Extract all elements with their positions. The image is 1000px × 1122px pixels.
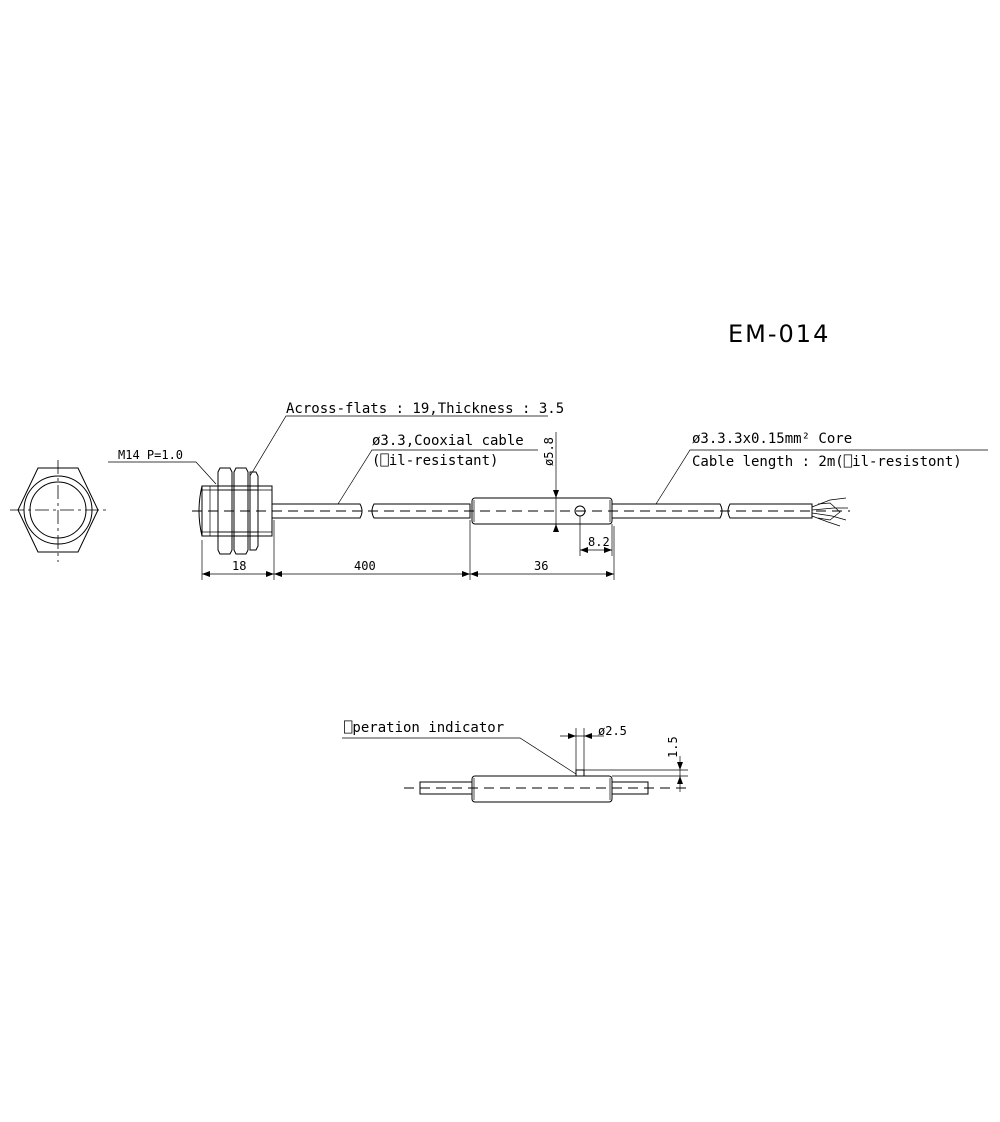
core-label-2: Cable length : 2m(⎕il-resistont) bbox=[692, 454, 962, 470]
cable-segment-2 bbox=[371, 503, 471, 519]
across-flats-leader bbox=[249, 415, 548, 477]
indicator-leader bbox=[342, 737, 577, 775]
cable-segment-4 bbox=[727, 503, 813, 519]
detail-amplifier-body bbox=[471, 775, 613, 803]
cable-segment-1 bbox=[272, 503, 363, 519]
overall-dimensions bbox=[201, 520, 615, 580]
sensor-side-view bbox=[192, 467, 850, 555]
thread-leader bbox=[108, 461, 217, 485]
coax-leader bbox=[337, 449, 538, 505]
detail-indicator-lens bbox=[575, 769, 585, 777]
dim-5-8-label: ø5.8 bbox=[542, 437, 556, 466]
coax-label-2: (⎕il-resistant) bbox=[372, 453, 498, 469]
dim-5-8 bbox=[553, 432, 559, 532]
nut-1 bbox=[217, 467, 233, 555]
dim-1-5-label: 1.5 bbox=[666, 736, 680, 758]
dim-36-label: 36 bbox=[534, 559, 548, 573]
thread-label: M14 P=1.0 bbox=[118, 448, 183, 462]
indicator-label: ⎕peration indicator bbox=[344, 720, 504, 736]
core-label-1: ø3.3.3x0.15mm² Core bbox=[692, 431, 852, 447]
leaders bbox=[108, 415, 988, 505]
dim-8-2-label: 8.2 bbox=[588, 535, 610, 549]
indicator-detail-view bbox=[342, 728, 690, 803]
dim-2-5-label: ø2.5 bbox=[598, 724, 627, 738]
coax-label-1: ø3.3,Cooxial cable bbox=[372, 433, 524, 449]
hex-end-view bbox=[10, 460, 106, 562]
nut-3 bbox=[249, 471, 259, 551]
dim-8-2 bbox=[579, 516, 613, 556]
core-leader bbox=[655, 449, 988, 505]
across-flats-label: Across-flats : 19,Thickness : 3.5 bbox=[286, 401, 564, 417]
amplifier-body bbox=[471, 497, 613, 525]
drawing-title: EM-014 bbox=[728, 320, 830, 348]
dim-18-label: 18 bbox=[232, 559, 246, 573]
wire-1 bbox=[811, 497, 847, 508]
nut-2 bbox=[233, 467, 249, 555]
dim-400-label: 400 bbox=[354, 559, 376, 573]
